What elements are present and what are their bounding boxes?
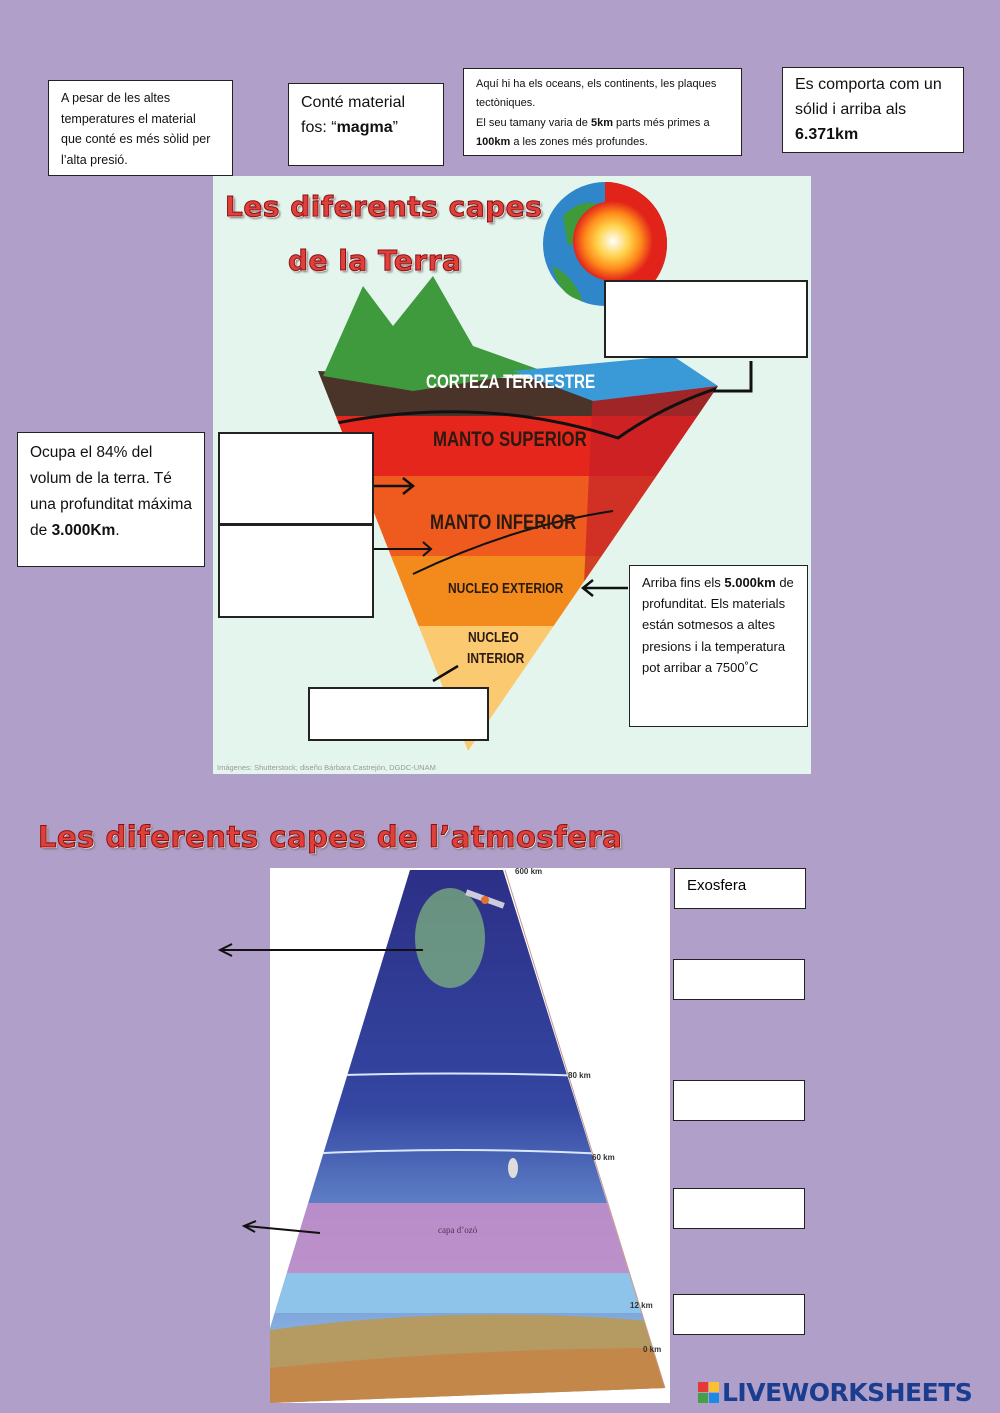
info-box-solid: Es comporta com un sólid i arriba als 6.… xyxy=(782,67,964,153)
info-box-crust: Aquí hi ha els oceans, els continents, l… xyxy=(463,68,742,156)
answer-field-2[interactable] xyxy=(673,959,805,1000)
image-credit: Imágenes: Shutterstock; diseño Bárbara C… xyxy=(217,763,436,772)
satellite-icon xyxy=(465,889,505,909)
label-interior: INTERIOR xyxy=(467,650,525,667)
info-box-mantle: Ocupa el 84% del volum de la terra. Té u… xyxy=(17,432,205,567)
altitude-60: 60 km xyxy=(592,1153,615,1162)
mantle-end: . xyxy=(115,522,120,540)
label-nucleo: NUCLEO xyxy=(468,629,519,646)
earth-title-line2: de la Terra xyxy=(287,244,462,278)
answer-blank-upper-mantle[interactable] xyxy=(218,432,374,525)
altitude-80: 80 km xyxy=(568,1071,591,1080)
atmosphere-illustration xyxy=(270,869,666,1403)
atmosphere-title: Les diferents capes de l’atmosfera xyxy=(37,820,623,855)
outer-text-b: de profunditat. Els materials están sotm… xyxy=(642,575,794,675)
globe-icon xyxy=(543,182,667,306)
crust-100km: 100km xyxy=(476,135,511,148)
mantle-bold: 3.000Km xyxy=(51,522,116,540)
mantle-text: Ocupa el 84% del volum de la terra. Té u… xyxy=(30,444,192,540)
answer-field-4[interactable] xyxy=(673,1188,805,1229)
ozone-label: capa d’ozó xyxy=(438,1225,478,1235)
answer-field-5[interactable] xyxy=(673,1294,805,1335)
magma-suffix: ” xyxy=(392,118,398,136)
answer-field-exosfera[interactable]: Exosfera xyxy=(674,868,806,909)
brand-name: LIVEWORKSHEETS xyxy=(722,1378,973,1407)
liveworksheets-logo[interactable]: LIVEWORKSHEETS xyxy=(698,1378,973,1407)
answer-field-3[interactable] xyxy=(673,1080,805,1121)
logo-icon xyxy=(698,1382,719,1403)
label-corteza: CORTEZA TERRESTRE xyxy=(426,372,596,393)
balloon-icon xyxy=(508,1158,518,1178)
info-box-outer-core: Arriba fins els 5.000km de profunditat. … xyxy=(629,565,808,727)
magma-text: Conté material fos: “ xyxy=(301,94,406,136)
info-box-magma: Conté material fos: “magma” xyxy=(288,83,444,166)
solid-bold: 6.371km xyxy=(795,125,859,143)
answer-blank-lower-mantle[interactable] xyxy=(218,524,374,618)
magma-bold: magma xyxy=(336,118,393,136)
altitude-0: 0 km xyxy=(643,1345,662,1354)
crust-line2e: a les zones més profundes. xyxy=(510,135,648,148)
crust-line2a: El seu tamany varia de xyxy=(476,116,591,129)
altitude-12: 12 km xyxy=(630,1301,653,1310)
label-nucleo-exterior: NUCLEO EXTERIOR xyxy=(448,580,564,597)
crust-line1: Aquí hi ha els oceans, els continents, l… xyxy=(476,78,717,110)
atmosphere-diagram: 600 km 80 km 60 km 12 km 0 km capa d’ozó xyxy=(270,867,670,1403)
outer-text-a: Arriba fins els xyxy=(642,575,725,590)
answer-blank-crust[interactable] xyxy=(604,280,808,358)
solid-text: Es comporta com un sólid i arriba als xyxy=(795,76,942,118)
label-manto-superior: MANTO SUPERIOR xyxy=(433,428,587,451)
earth-title-line1: Les diferents capes xyxy=(224,190,543,224)
label-manto-inferior: MANTO INFERIOR xyxy=(430,511,577,534)
crust-line2c: parts més primes a xyxy=(612,116,710,129)
altitude-600: 600 km xyxy=(515,867,543,876)
answer-blank-inner-core[interactable] xyxy=(308,687,489,741)
info-box-inner-core: A pesar de les altes temperatures el mat… xyxy=(48,80,233,176)
crust-5km: 5km xyxy=(590,116,613,129)
mountains-icon xyxy=(323,276,543,391)
outer-bold: 5.000km xyxy=(724,575,776,590)
